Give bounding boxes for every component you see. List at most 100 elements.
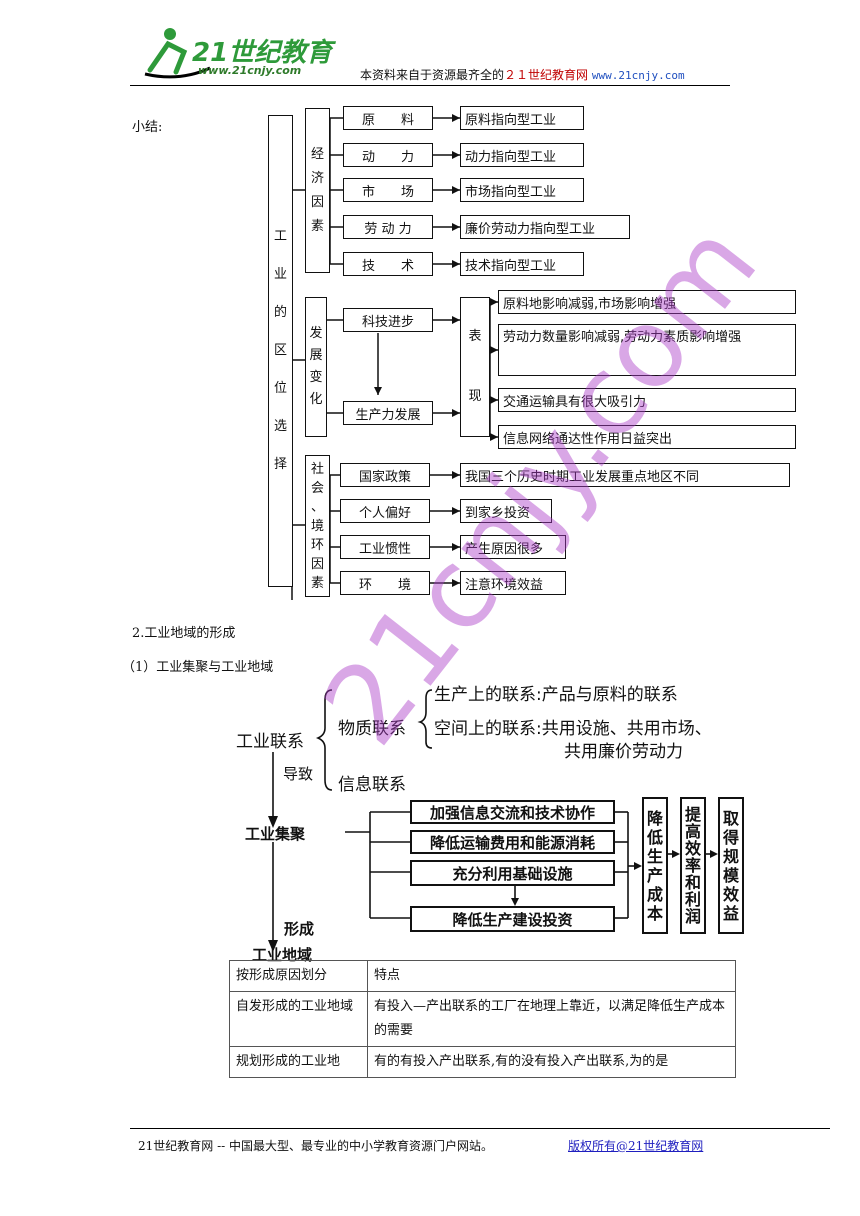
table-cell: 规划形成的工业地 xyxy=(229,1046,368,1078)
col-char: 模 xyxy=(722,865,739,885)
footer-copyright-link[interactable]: 版权所有@21世纪教育网 xyxy=(568,1139,704,1153)
step-tech-progress: 科技进步 xyxy=(343,308,433,332)
tagline-prefix: 本资料来自于资源最齐全的 xyxy=(360,68,505,82)
manifestation-box: 信息网络通达性作用日益突出 xyxy=(498,425,796,449)
action-box: 降低生产建设投资 xyxy=(410,906,615,932)
information-linkage: 信息联系 xyxy=(338,775,406,795)
factor-box: 技 术 xyxy=(343,252,433,276)
result-box: 技术指向型工业 xyxy=(460,252,584,276)
tagline-url-link[interactable]: www.21cnjy.com xyxy=(591,69,685,82)
manifestation-bracket: 表 现 xyxy=(460,297,490,437)
col-char: 规 xyxy=(722,846,739,866)
header-divider xyxy=(130,85,730,86)
industrial-linkage: 工业联系 xyxy=(236,732,304,752)
tagline-brand-link[interactable]: ２１世纪教育网 xyxy=(504,68,589,82)
factor-box: 原 料 xyxy=(343,106,433,130)
col-char: 效 xyxy=(722,884,739,904)
group-title-char: 经 xyxy=(310,146,324,162)
table-cell: 自发形成的工业地域 xyxy=(229,991,368,1047)
manifestation-box: 交通运输具有很大吸引力 xyxy=(498,388,796,412)
root-char: 的 xyxy=(273,305,287,320)
result-box: 我国三个历史时期工业发展重点地区不同 xyxy=(460,463,790,487)
col-char: 生 xyxy=(646,846,663,866)
formation-table: 按形成原因划分 特点 自发形成的工业地域 有投入—产出联系的工厂在地理上靠近，以… xyxy=(229,960,736,1078)
group-title-char: 素 xyxy=(310,575,324,591)
raise-efficiency-box: 提 高 效 率 和 利 润 xyxy=(680,797,706,934)
material-linkage: 物质联系 xyxy=(338,719,406,739)
root-char: 选 xyxy=(273,419,287,434)
table-row: 规划形成的工业地 有的有投入产出联系,有的没有投入产出联系,为的是 xyxy=(229,1046,736,1078)
action-box: 降低运输费用和能源消耗 xyxy=(410,830,615,854)
result-box: 廉价劳动力指向型工业 xyxy=(460,215,630,239)
result-box: 注意环境效益 xyxy=(460,571,566,595)
group-social-title: 社 会 、 境 环 因 素 xyxy=(305,455,330,597)
spatial-linkage-cont: 共用廉价劳动力 xyxy=(564,742,683,762)
factor-box: 工业惯性 xyxy=(340,535,430,559)
col-char: 降 xyxy=(646,808,663,828)
arrow-label-leads-to: 导致 xyxy=(283,765,314,783)
col-char: 高 xyxy=(684,822,701,841)
table-cell: 有的有投入产出联系,有的没有投入产出联系,为的是 xyxy=(367,1046,736,1078)
result-box: 原料指向型工业 xyxy=(460,106,584,130)
summary-label: 小结: xyxy=(132,120,163,135)
step-productivity: 生产力发展 xyxy=(343,401,433,425)
group-title-char: 社 xyxy=(310,461,324,477)
table-header-row: 按形成原因划分 特点 xyxy=(229,960,736,992)
site-logo: 21世纪教育 www.21cnjy.com xyxy=(140,22,340,82)
group-title-char: 济 xyxy=(310,170,324,186)
industrial-region: 工业地域 xyxy=(252,946,313,964)
col-char: 成 xyxy=(646,884,663,904)
action-box: 加强信息交流和技术协作 xyxy=(410,800,615,824)
col-char: 取 xyxy=(722,808,739,828)
industrial-cluster: 工业集聚 xyxy=(245,825,306,843)
bracket-char: 现 xyxy=(468,389,482,404)
factor-box: 国家政策 xyxy=(340,463,430,487)
section-heading: 2.工业地域的形成 xyxy=(132,626,236,641)
group-title-char: 因 xyxy=(310,556,324,572)
root-char: 位 xyxy=(273,381,287,396)
col-char: 低 xyxy=(646,827,663,847)
manifestation-box: 原料地影响减弱,市场影响增强 xyxy=(498,290,796,314)
group-title-char: 环 xyxy=(310,537,324,553)
group-development-title: 发 展 变 化 xyxy=(305,297,327,437)
col-char: 利 xyxy=(684,890,701,909)
group-title-char: 化 xyxy=(309,392,323,407)
col-char: 得 xyxy=(722,827,739,847)
header-tagline: 本资料来自于资源最齐全的２１世纪教育网 www.21cnjy.com xyxy=(360,66,685,83)
group-title-char: 展 xyxy=(309,348,323,363)
col-char: 效 xyxy=(684,839,701,858)
reduce-cost-box: 降 低 生 产 成 本 xyxy=(642,797,668,934)
factor-box: 市 场 xyxy=(343,178,433,202)
arrow-label-forms: 形成 xyxy=(284,920,315,938)
logo-url-text: www.21cnjy.com xyxy=(198,64,302,77)
summary-root-box: 工 业 的 区 位 选 择 xyxy=(268,115,293,587)
table-row: 自发形成的工业地域 有投入—产出联系的工厂在地理上靠近，以满足降低生产成本的需要 xyxy=(229,991,736,1047)
factor-box: 个人偏好 xyxy=(340,499,430,523)
footer-divider xyxy=(130,1128,830,1129)
col-char: 产 xyxy=(646,865,663,885)
result-box: 产生原因很多 xyxy=(460,535,566,559)
col-char: 和 xyxy=(684,873,701,892)
group-title-char: 变 xyxy=(309,370,323,385)
root-char: 区 xyxy=(273,343,287,358)
scale-benefit-box: 取 得 规 模 效 益 xyxy=(718,797,744,934)
section-subheading: （1）工业集聚与工业地域 xyxy=(122,660,274,675)
group-title-char: 发 xyxy=(309,326,323,341)
col-char: 益 xyxy=(722,903,739,923)
footer-text: 21世纪教育网 -- 中国最大型、最专业的中小学教育资源门户网站。 xyxy=(138,1139,494,1153)
table-cell: 有投入—产出联系的工厂在地理上靠近，以满足降低生产成本的需要 xyxy=(367,991,736,1047)
logo-text: 21世纪教育 xyxy=(192,38,333,68)
table-header-cell: 按形成原因划分 xyxy=(229,960,368,992)
table-header-cell: 特点 xyxy=(367,960,736,992)
group-economic-title: 经 济 因 素 xyxy=(305,108,330,273)
group-title-char: 、 xyxy=(310,499,324,515)
col-char: 本 xyxy=(646,903,663,923)
result-box: 市场指向型工业 xyxy=(460,178,584,202)
group-title-char: 会 xyxy=(310,480,324,496)
factor-box: 动 力 xyxy=(343,143,433,167)
spatial-linkage: 空间上的联系:共用设施、共用市场、 xyxy=(434,719,712,739)
factor-box: 劳 动 力 xyxy=(343,215,433,239)
action-box: 充分利用基础设施 xyxy=(410,860,615,886)
group-title-char: 素 xyxy=(310,218,324,234)
group-title-char: 境 xyxy=(310,518,324,534)
